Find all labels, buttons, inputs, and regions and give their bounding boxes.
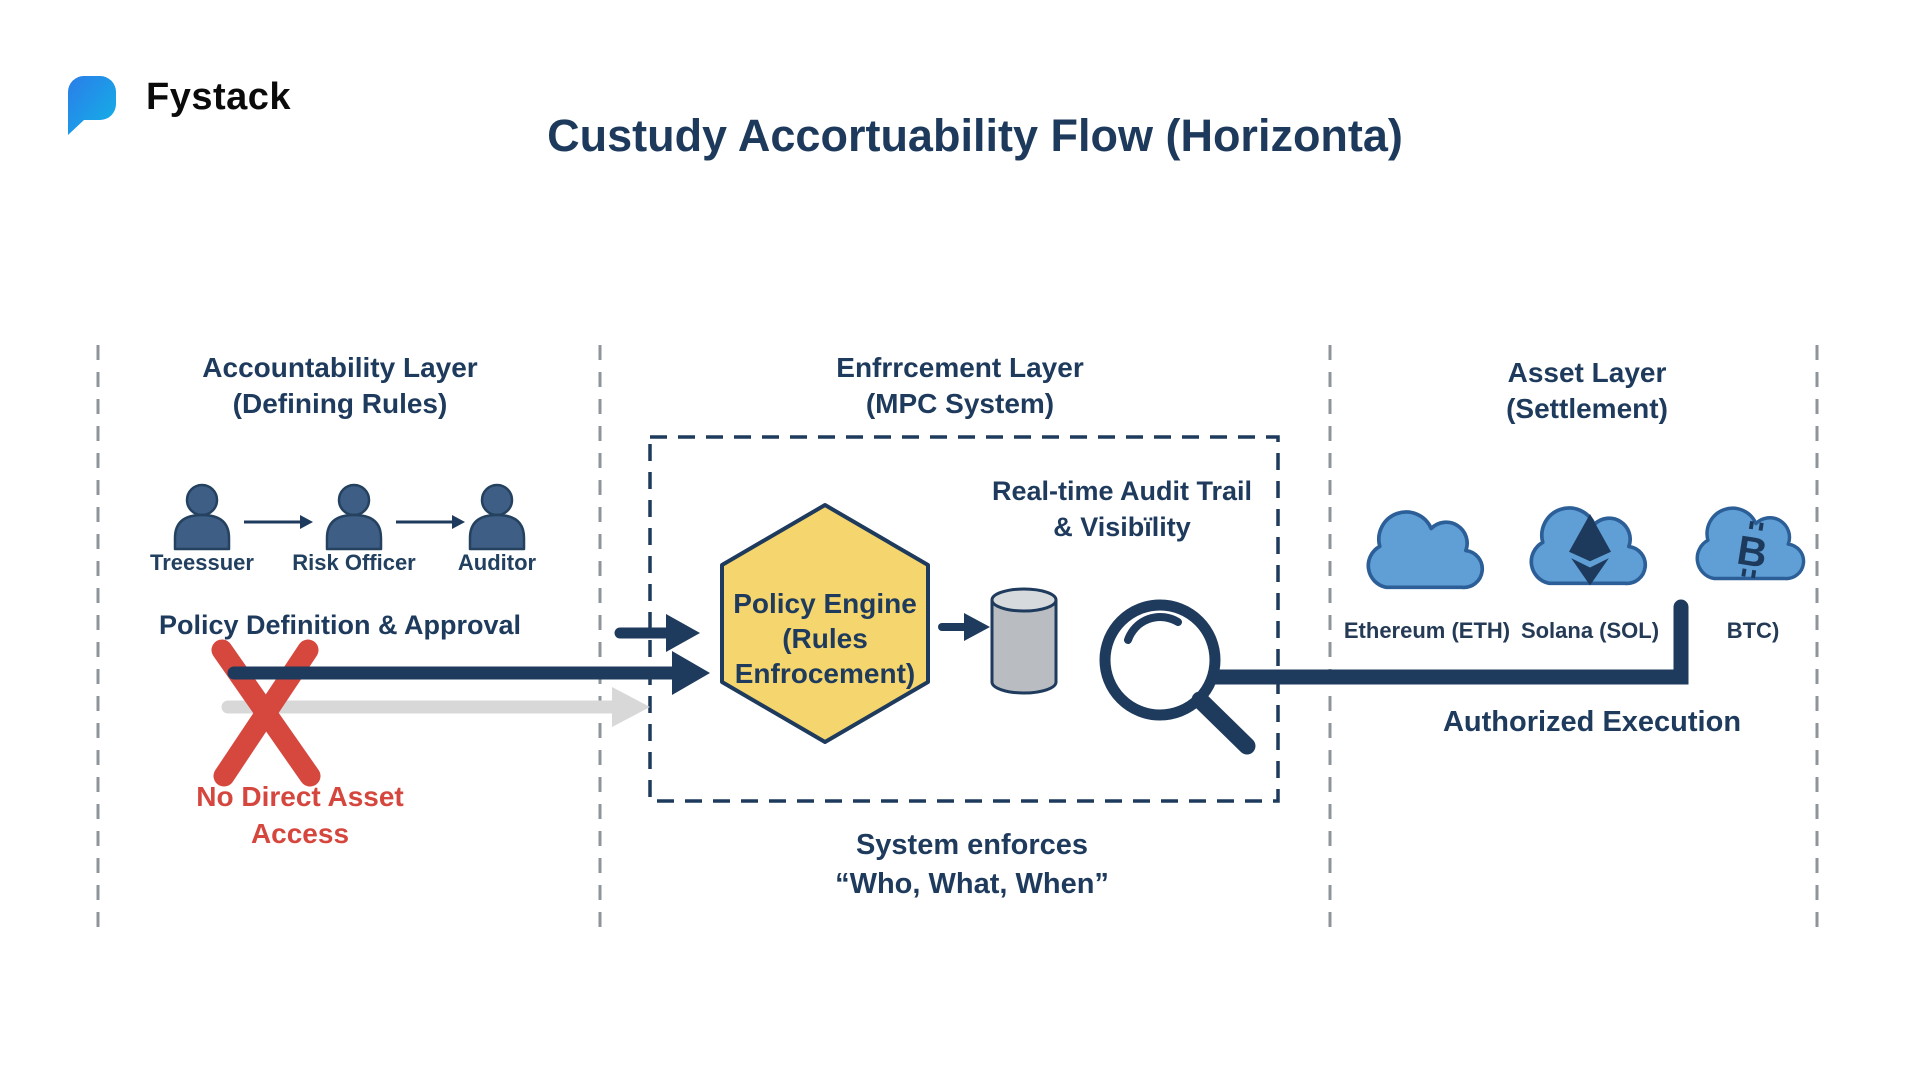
database-cylinder-icon (990, 587, 1058, 695)
system-enforces-label: System enforces “Who, What, When” (835, 826, 1109, 904)
no-access-line1: No Direct Asset (196, 781, 404, 812)
btc-logo-icon: B (1734, 520, 1771, 579)
magnifier-icon (1099, 599, 1256, 755)
chat-bubble-logo-icon (68, 76, 116, 135)
no-access-line2: Access (250, 818, 350, 849)
policy-engine-line1: Policy Engine (733, 588, 917, 619)
hex-to-db-arrow (938, 613, 990, 641)
asset-layer-header: Asset Layer (Settlement) (1506, 355, 1668, 427)
role-label-risk-officer: Risk Officer (292, 550, 416, 575)
accountability-layer-title: Accountability Layer (202, 352, 478, 383)
role-arrow-icons (244, 515, 465, 529)
authorized-execution-label: Authorized Execution (1442, 706, 1742, 738)
asset-layer-subtitle: (Settlement) (1506, 393, 1668, 424)
audit-trail-line2: & Visibïlity (1053, 512, 1191, 542)
accountability-layer-subtitle: (Defining Rules) (232, 388, 448, 419)
accountability-layer-header: Accountability Layer (Defining Rules) (202, 350, 477, 422)
system-enforces-line1: System enforces (855, 829, 1089, 861)
no-direct-asset-access-label: No Direct Asset Access (196, 778, 403, 852)
audit-trail-line1: Real-time Audit Trail (991, 476, 1253, 506)
role-label-auditor: Auditor (457, 550, 537, 575)
asset-layer-title: Asset Layer (1507, 357, 1667, 388)
person-icon-auditor (468, 483, 526, 551)
asset-label-solana: Solana (SOL) (1520, 618, 1660, 643)
policy-engine-label: Policy Engine (Rules Enfrocement) (733, 586, 917, 691)
asset-label-btc: BTC) (1726, 618, 1780, 643)
cloud-icon-btc: B (1695, 506, 1806, 581)
asset-label-ethereum: Ethereum (ETH) (1343, 618, 1511, 643)
entry-arrow (614, 614, 700, 652)
enforcement-layer-header: Enfrrcement Layer (MPC System) (836, 350, 1083, 422)
brand-name: Fystack (146, 76, 292, 118)
system-enforces-line2: “Who, What, When” (835, 868, 1109, 900)
audit-trail-label: Real-time Audit Trail & Visibïlity (992, 473, 1252, 545)
gray-flow-arrow (221, 687, 650, 727)
page-title: Custudy Accortuability Flow (Horizonta) (547, 110, 1403, 161)
policy-flow-arrow (227, 651, 710, 695)
mpc-dashed-box (648, 435, 1280, 803)
eth-logo-icon (1569, 514, 1611, 586)
policy-engine-line2: (Rules (782, 623, 868, 654)
role-label-treasurer: Treessuer (150, 550, 254, 575)
enforcement-layer-subtitle: (MPC System) (865, 388, 1055, 419)
policy-definition-label: Policy Definition & Approval (158, 610, 522, 640)
policy-engine-line3: Enfrocement) (734, 658, 916, 689)
person-icon-treasurer (173, 483, 231, 551)
person-icon-risk-officer (325, 483, 383, 551)
policy-engine-hexagon (720, 503, 930, 744)
authorized-execution-connector (1197, 599, 1689, 685)
btc-glyph: B (1734, 527, 1771, 577)
cloud-icon-ethereum (1366, 510, 1485, 590)
enforcement-layer-title: Enfrrcement Layer (836, 352, 1084, 383)
cloud-icon-solana (1529, 506, 1648, 586)
